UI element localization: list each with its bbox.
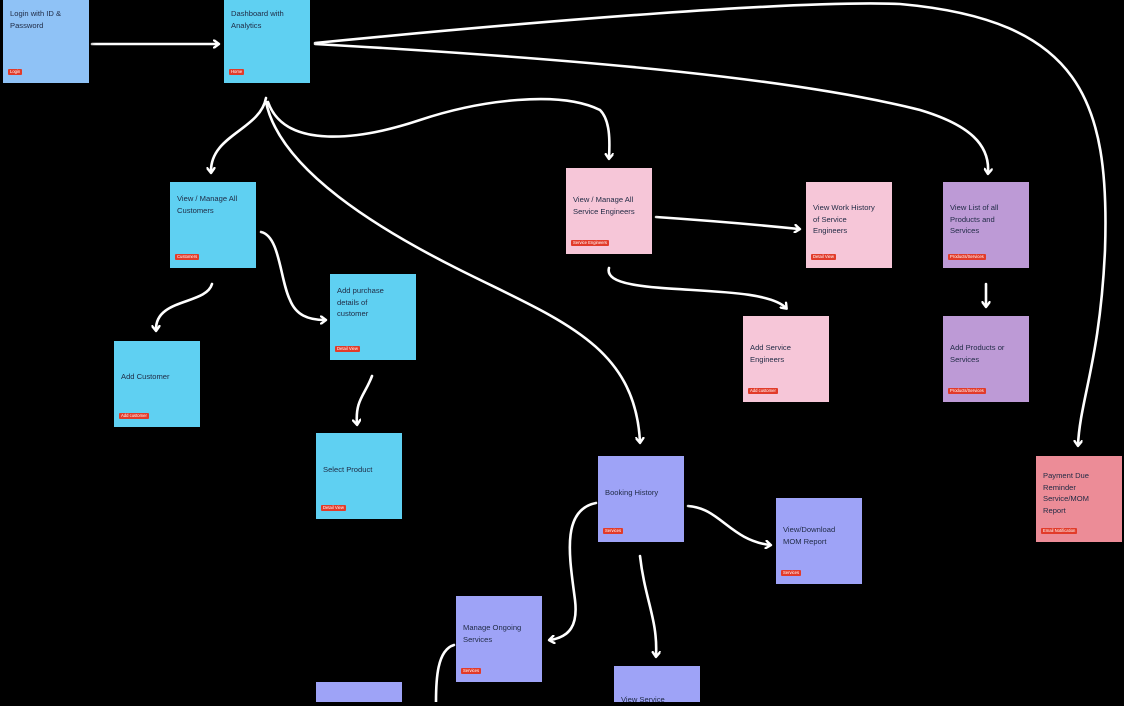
note-label: View List of all Products and Services — [950, 203, 999, 235]
note-label: Add Customer — [121, 372, 170, 381]
arrow-booking-to-ongoing — [550, 501, 598, 640]
note-label: Manage Ongoing Services — [463, 623, 522, 644]
note-add-customer[interactable]: Add Customer Add customer — [114, 341, 200, 427]
note-tag: Detail View — [321, 505, 346, 511]
note-label: Add purchase details of customer — [337, 286, 384, 318]
arrow-engineers-to-add-engineers — [607, 266, 786, 308]
note-service-engineers[interactable]: View / Manage All Service Engineers Serv… — [566, 168, 652, 254]
note-label: View/Download MOM Report — [783, 525, 836, 546]
note-tag: Detail View — [811, 254, 836, 260]
arrow-customers-to-purchase — [259, 230, 325, 320]
note-tag: Add customer — [748, 388, 778, 394]
arrow-dashboard-to-customers — [211, 96, 268, 172]
arrow-purchase-to-select-product — [357, 374, 374, 424]
note-tag: Service Engineers — [571, 240, 609, 246]
note-tag: Customers — [175, 254, 200, 260]
arrow-ongoing-to-offscreen — [434, 643, 456, 702]
note-add-engineers[interactable]: Add Service Engineers Add customer — [743, 316, 829, 402]
note-label: Login with ID & Password — [10, 9, 62, 30]
note-tag: Services — [603, 528, 624, 534]
note-label: Add Products or Services — [950, 343, 1005, 364]
note-label: Add Service Engineers — [750, 343, 791, 364]
arrow-customers-to-add-customer — [156, 282, 214, 330]
note-add-purchase[interactable]: Add purchase details of customer Detail … — [330, 274, 416, 360]
note-tag: Detail View — [335, 346, 360, 352]
arrow-dashboard-to-booking — [264, 100, 640, 442]
note-booking-history[interactable]: Booking History Services — [598, 456, 684, 542]
note-ongoing-services[interactable]: Manage Ongoing Services Services — [456, 596, 542, 682]
note-tag: Add customer — [119, 413, 149, 419]
note-label: View / Manage All Customers — [177, 194, 238, 215]
note-label: Payment Due Reminder Service/MOM Report — [1043, 471, 1090, 515]
arrow-dashboard-to-products — [313, 42, 988, 173]
note-payment-reminder[interactable]: Payment Due Reminder Service/MOM Report … — [1036, 456, 1122, 542]
note-label: Select Product — [323, 465, 373, 474]
note-label: Booking History — [605, 488, 659, 497]
note-customers[interactable]: View / Manage All Customers Customers — [170, 182, 256, 268]
arrow-dashboard-to-engineers — [266, 97, 609, 158]
note-work-history[interactable]: View Work History of Service Engineers D… — [806, 182, 892, 268]
note-mom-report[interactable]: View/Download MOM Report Services — [776, 498, 862, 584]
note-label: View / Manage All Service Engineers — [573, 195, 635, 216]
note-login[interactable]: Login with ID & Password Login — [3, 0, 89, 83]
note-tag: Services — [781, 570, 802, 576]
note-tag: Login — [8, 69, 23, 75]
note-dashboard[interactable]: Dashboard with Analytics Home — [224, 0, 310, 83]
note-tag: Email Notification — [1041, 528, 1078, 534]
note-label: View Work History of Service Engineers — [813, 203, 875, 235]
note-partial-bottom[interactable] — [316, 682, 402, 702]
note-label: View Service — [621, 695, 665, 704]
note-view-service[interactable]: View Service — [614, 666, 700, 704]
note-select-product[interactable]: Select Product Detail View — [316, 433, 402, 519]
arrow-booking-to-mom-report — [686, 504, 770, 545]
note-tag: Home — [229, 69, 245, 75]
arrow-engineers-to-work-history — [654, 215, 799, 229]
note-add-products[interactable]: Add Products or Services Products/Servic… — [943, 316, 1029, 402]
note-tag: Services — [461, 668, 482, 674]
note-tag: Products/Services — [948, 388, 986, 394]
note-tag: Products/Services — [948, 254, 986, 260]
note-products-services[interactable]: View List of all Products and Services P… — [943, 182, 1029, 268]
arrow-booking-to-view-service — [638, 554, 656, 656]
note-label: Dashboard with Analytics — [231, 9, 284, 30]
